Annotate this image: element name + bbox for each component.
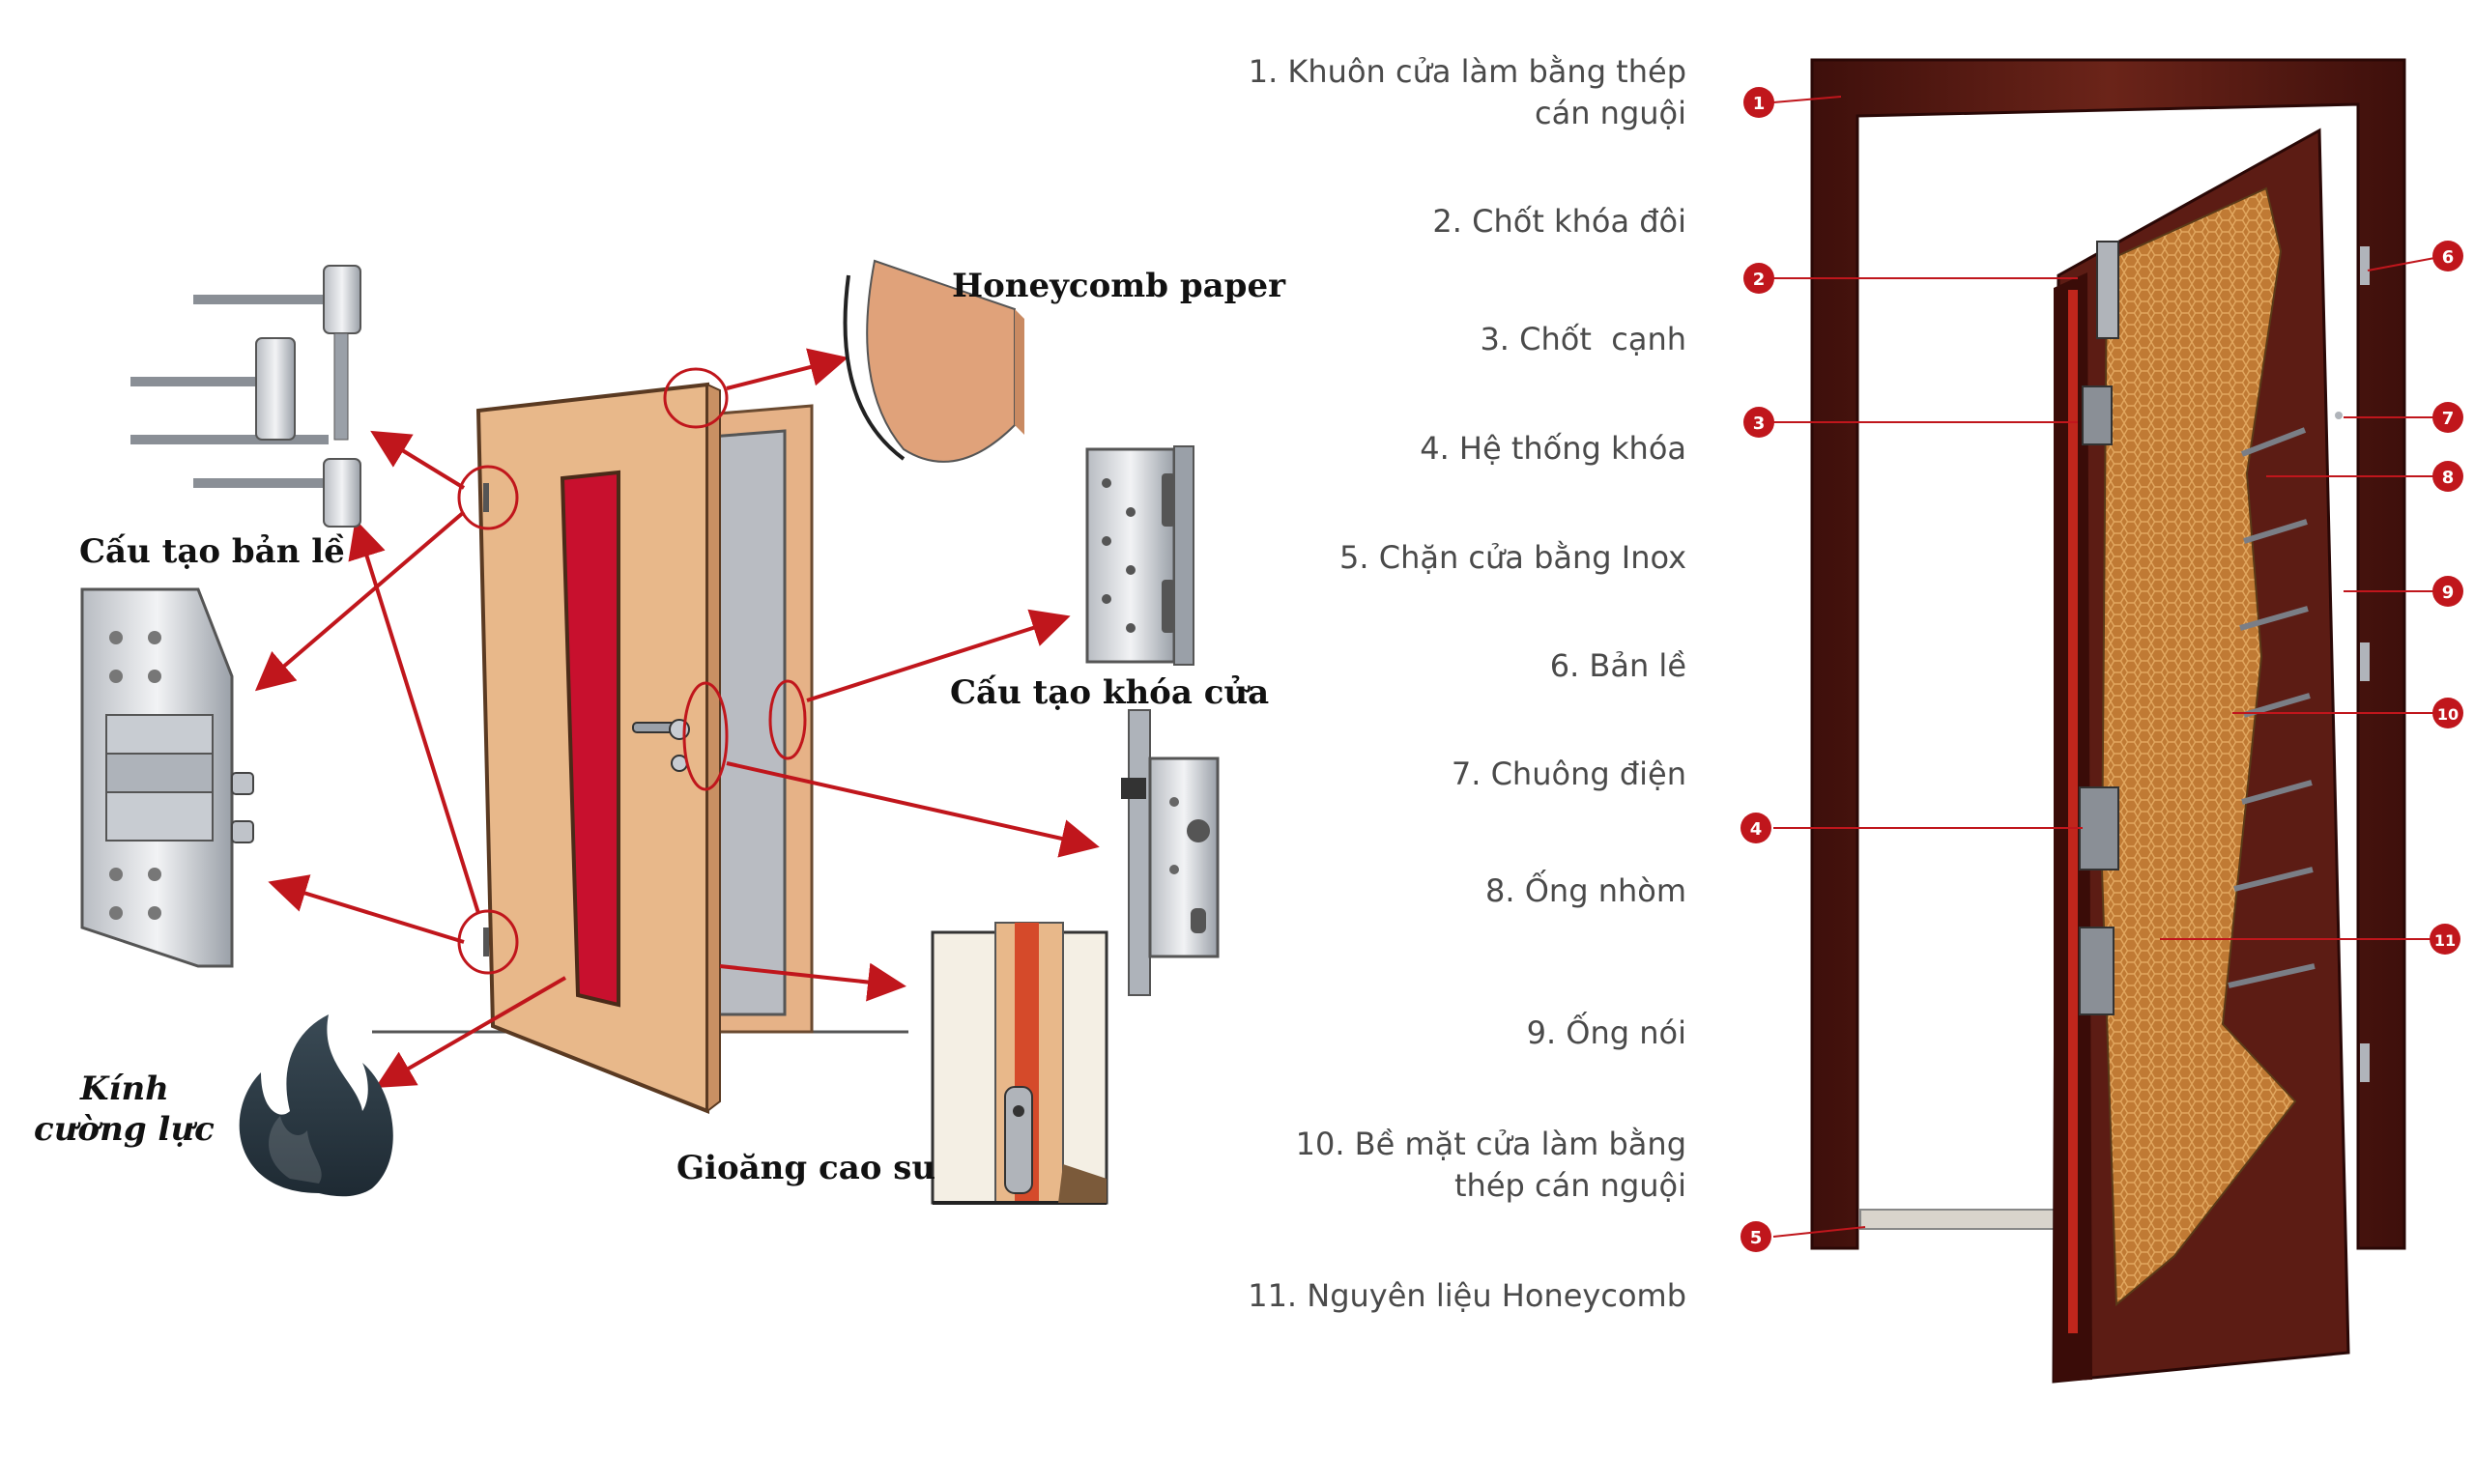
hinge-parts-illustration bbox=[130, 265, 361, 528]
strike-circle bbox=[768, 679, 807, 760]
label-lock: Cấu tạo khóa cửa bbox=[950, 673, 1269, 712]
marker-6: 6 bbox=[2432, 241, 2463, 271]
left-door-illustration bbox=[372, 367, 908, 1114]
svg-text:1: 1 bbox=[1753, 94, 1766, 114]
svg-text:4: 4 bbox=[1750, 819, 1763, 840]
legend-item-7: 7. Chuông điện bbox=[1452, 756, 1686, 792]
door-opening bbox=[708, 429, 787, 1016]
marker-10: 10 bbox=[2432, 698, 2463, 728]
svg-text:9: 9 bbox=[2442, 583, 2455, 603]
legend-item-4: 4. Hệ thống khóa bbox=[1420, 430, 1686, 467]
marker-9: 9 bbox=[2432, 576, 2463, 607]
legend-item-1-line1: 1. Khuôn cửa làm bằng thép bbox=[1249, 53, 1686, 90]
svg-text:11: 11 bbox=[2434, 931, 2456, 950]
svg-text:6: 6 bbox=[2442, 247, 2455, 268]
svg-text:10: 10 bbox=[2437, 705, 2459, 724]
strike-plate-illustration bbox=[1085, 445, 1194, 666]
svg-text:8: 8 bbox=[2442, 468, 2455, 488]
door-edge bbox=[706, 383, 721, 1114]
door-glass-panel bbox=[560, 470, 620, 1008]
legend-item-10-line1: 10. Bề mặt cửa làm bằng bbox=[1296, 1126, 1686, 1162]
arrow-hinge bbox=[370, 430, 466, 490]
marker-2: 2 bbox=[1743, 263, 1774, 294]
svg-text:2: 2 bbox=[1753, 270, 1766, 290]
honeycomb-cutaway bbox=[2100, 186, 2297, 1307]
mortise-lock-illustration bbox=[1121, 709, 1220, 996]
legend-item-5: 5. Chặn cửa bằng Inox bbox=[1339, 539, 1686, 576]
callout-arrows bbox=[254, 348, 1100, 1089]
marker-5: 5 bbox=[1740, 1221, 1771, 1252]
legend-item-10-line2: thép cán nguội bbox=[1454, 1167, 1686, 1204]
arrow-strike-plate bbox=[806, 609, 1071, 702]
legend-item-11: 11. Nguyên liệu Honeycomb bbox=[1248, 1277, 1686, 1314]
steel-frame bbox=[1810, 58, 2406, 1250]
right-legend: 1. Khuôn cửa làm bằng thép cán nguội 2. … bbox=[1248, 53, 1686, 1314]
legend-item-9: 9. Ống nói bbox=[1527, 1011, 1686, 1051]
arrow-lock-body bbox=[726, 761, 1100, 858]
gasket-closeup-illustration bbox=[931, 922, 1108, 1205]
honeycomb-paper-illustration bbox=[843, 259, 1024, 463]
honeycomb-circle bbox=[663, 367, 729, 429]
hinge-plate-illustration bbox=[80, 587, 254, 968]
arrow-hinge-plate-bottom bbox=[268, 874, 465, 944]
numbered-markers: 1 2 3 4 5 6 7 8 9 10 11 bbox=[1740, 87, 2463, 1252]
legend-item-8: 8. Ống nhòm bbox=[1485, 869, 1686, 909]
steel-door-illustration bbox=[1810, 58, 2406, 1384]
label-hinge: Cấu tạo bản lề bbox=[79, 532, 345, 571]
svg-text:3: 3 bbox=[1753, 414, 1766, 434]
legend-item-6: 6. Bản lề bbox=[1550, 647, 1686, 684]
svg-text:5: 5 bbox=[1750, 1228, 1763, 1248]
legend-item-1-line2: cán nguội bbox=[1535, 95, 1686, 131]
label-glass-line2: cường lực bbox=[34, 1110, 215, 1149]
arrow-honeycomb bbox=[726, 348, 849, 390]
hinge-top-circle bbox=[457, 465, 519, 530]
label-glass-line1: Kính bbox=[79, 1070, 169, 1108]
svg-text:7: 7 bbox=[2442, 409, 2455, 429]
arrow-glass bbox=[375, 976, 567, 1089]
marker-4: 4 bbox=[1740, 813, 1771, 843]
marker-11: 11 bbox=[2430, 924, 2460, 955]
threshold-plate bbox=[1859, 1209, 2069, 1230]
arrow-gasket bbox=[719, 962, 906, 1002]
marker-7: 7 bbox=[2432, 402, 2463, 433]
marker-leader-lines bbox=[1772, 96, 2446, 1238]
label-honeycomb-paper: Honeycomb paper bbox=[952, 267, 1286, 305]
legend-item-3: 3. Chốt cạnh bbox=[1480, 321, 1686, 357]
marker-3: 3 bbox=[1743, 407, 1774, 438]
label-gasket: Gioăng cao su bbox=[676, 1149, 935, 1187]
marker-1: 1 bbox=[1743, 87, 1774, 118]
fire-icon bbox=[239, 1014, 393, 1197]
arrow-hinge-from-bottom bbox=[348, 519, 480, 914]
legend-item-2: 2. Chốt khóa đôi bbox=[1432, 203, 1686, 240]
arrow-hinge-plate bbox=[254, 510, 466, 692]
lock-circle bbox=[682, 681, 729, 791]
marker-8: 8 bbox=[2432, 461, 2463, 492]
